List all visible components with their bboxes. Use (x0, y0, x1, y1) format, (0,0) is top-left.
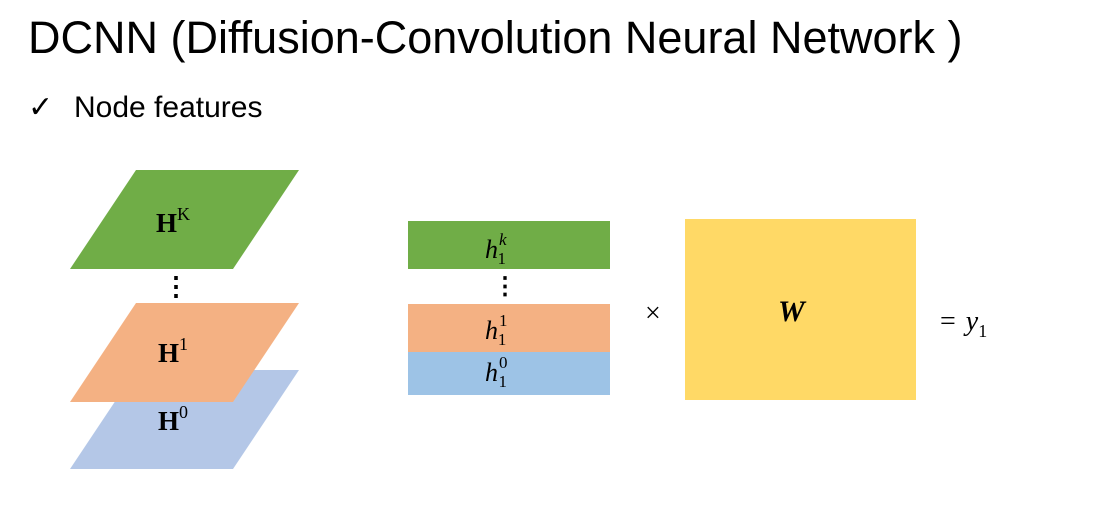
bullet-node-features: ✓ Node features (28, 88, 262, 128)
label-hk: HK (156, 204, 190, 238)
slide-title: DCNN (Diffusion-Convolution Neural Netwo… (28, 12, 963, 63)
times-symbol: × (645, 298, 661, 329)
label-h0: H0 (158, 402, 188, 436)
vector-vdots: ⋮ (493, 274, 517, 300)
layer-h1 (70, 303, 299, 402)
feature-stack: HK ⋮ H1 H0 (70, 170, 299, 469)
weight-box (685, 219, 916, 400)
bullet-text: Node features (74, 91, 263, 124)
weight-matrix: W (685, 219, 916, 400)
label-h1: H1 (158, 334, 188, 368)
checkmark-icon: ✓ (28, 91, 54, 124)
vector-row-hk (408, 221, 610, 269)
result-expression: =y1 (940, 306, 987, 341)
weight-label: W (778, 295, 807, 328)
vector-row-h0 (408, 352, 610, 395)
stack-vdots: ⋮ (163, 272, 189, 301)
layer-hk (70, 170, 299, 269)
vector-row-h1 (408, 304, 610, 352)
